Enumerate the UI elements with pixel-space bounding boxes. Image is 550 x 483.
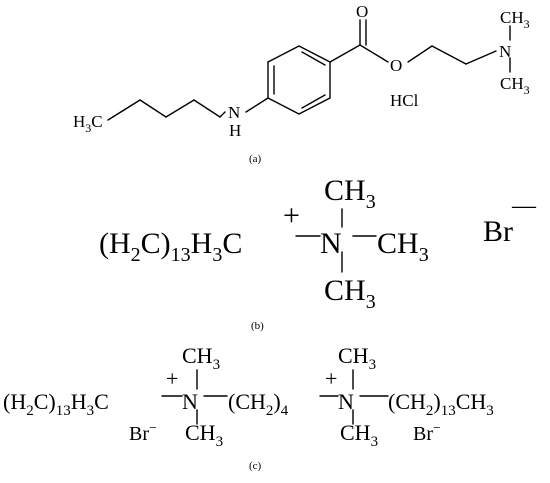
butylene-linker-label: (CH2)4 bbox=[228, 389, 289, 419]
quaternary-nitrogen-label: N bbox=[320, 227, 342, 260]
bromide-counterion-2: Br− bbox=[413, 421, 441, 445]
positive-charge: + bbox=[283, 199, 300, 232]
n2-top-methyl: CH3 bbox=[338, 343, 376, 373]
panel-a-structure: O O N CH3 CH3 H3C N H HCl (a) bbox=[73, 2, 530, 165]
bromide-counterion-1: Br− bbox=[129, 421, 157, 445]
n1-bottom-methyl: CH3 bbox=[185, 420, 223, 450]
positive-charge-2: + bbox=[325, 366, 337, 391]
panel-b-structure: (H2C)13H3C + N CH3 CH3 CH3 Br — (b) bbox=[99, 174, 537, 332]
panel-c-structure: (H2C)13H3C + N CH3 CH3 (CH2)4 + N CH3 CH… bbox=[3, 343, 494, 472]
hydrochloride-label: HCl bbox=[390, 91, 419, 110]
carbonyl-oxygen-label: O bbox=[356, 2, 368, 21]
alkyl-chain-label: (H2C)13H3C bbox=[99, 227, 242, 266]
top-methyl-b: CH3 bbox=[324, 174, 376, 213]
panel-a-caption: (a) bbox=[249, 153, 262, 165]
dimethylamine-nitrogen-label: N bbox=[499, 42, 511, 61]
panel-c-caption: (c) bbox=[249, 460, 262, 472]
alkyl-chain-label-c: (H2C)13H3C bbox=[3, 389, 109, 419]
panel-b-caption: (b) bbox=[251, 320, 264, 332]
nitrogen-2-label: N bbox=[338, 389, 354, 414]
bottom-methyl-b: CH3 bbox=[324, 274, 376, 313]
top-methyl-label: CH3 bbox=[500, 8, 530, 31]
nitrogen-1-label: N bbox=[182, 389, 198, 414]
bottom-methyl-label: CH3 bbox=[500, 74, 530, 97]
terminal-methyl-label: H3C bbox=[73, 112, 103, 135]
positive-charge-1: + bbox=[166, 366, 178, 391]
n2-bottom-methyl: CH3 bbox=[340, 420, 378, 450]
bromide-counterion-b: Br bbox=[483, 215, 513, 248]
n1-top-methyl: CH3 bbox=[182, 343, 220, 373]
ester-oxygen-label: O bbox=[390, 56, 402, 75]
amine-hydrogen-label: H bbox=[229, 121, 241, 140]
bromide-charge-b: — bbox=[511, 193, 537, 219]
right-methyl-b: CH3 bbox=[377, 227, 429, 266]
tail-chain-label: (CH2)13CH3 bbox=[388, 389, 494, 419]
amine-nitrogen-label: N bbox=[228, 103, 240, 122]
